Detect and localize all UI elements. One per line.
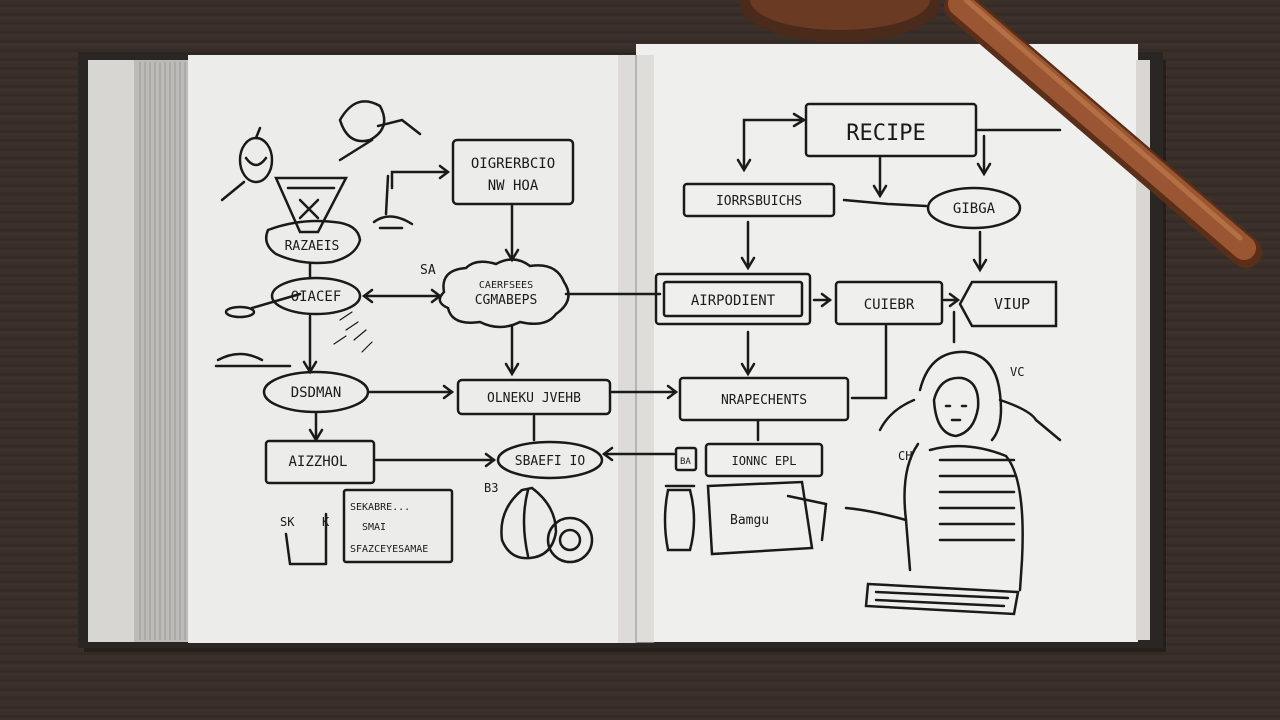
box-bottom-left-label: AIZZHOL xyxy=(288,454,347,470)
right-connectors xyxy=(736,112,1062,442)
box-top-sublabel: NW HOA xyxy=(488,178,539,194)
left-page-texts: OIGRERBCIO NW HOA RAZAEIS SA CAERFSEES C… xyxy=(280,156,585,555)
label-ba: BA xyxy=(680,457,691,467)
box-tool-label: IONNC EPL xyxy=(731,454,796,468)
box-cuisine-label: CUIEBR xyxy=(864,297,915,313)
left-connectors xyxy=(302,164,679,468)
label-sa: SA xyxy=(420,263,436,278)
box-tool xyxy=(704,442,824,478)
note-line-2: SMAI xyxy=(362,522,386,533)
box-tip-label: VIUP xyxy=(994,295,1030,313)
label-ch: CH xyxy=(898,449,912,463)
box-cuisine xyxy=(834,280,944,326)
box-mid-label: OLNEKU JVEHB xyxy=(487,391,581,406)
box-bottom-left xyxy=(264,439,376,485)
cloud-mid xyxy=(438,258,570,329)
gavel-head xyxy=(740,0,940,42)
gavel-handle xyxy=(944,0,1262,268)
right-page-edge xyxy=(1136,60,1150,640)
oval-right xyxy=(926,186,1022,230)
box-recipe-label: RECIPE xyxy=(846,121,925,146)
cloud-mid-top-label: CAERFSEES xyxy=(479,280,533,291)
label-k: K xyxy=(322,515,330,529)
small-card xyxy=(674,446,698,472)
oval-bottom xyxy=(496,440,604,480)
label-vc: VC xyxy=(1010,365,1024,379)
right-page-texts: RECIPE IORRSBUICHS GIBGA AIRPODIENT CUIE… xyxy=(680,121,1030,528)
box-ingredient xyxy=(654,272,812,326)
box-ingredients-label: IORRSBUICHS xyxy=(716,194,802,209)
blob-top-label: RAZAEIS xyxy=(285,239,340,254)
scale-drawing xyxy=(372,174,414,230)
scribble-texture xyxy=(333,311,373,353)
oval-left-label: OIACEF xyxy=(291,289,342,305)
stand-drawing xyxy=(284,512,328,566)
box-mid xyxy=(456,378,612,416)
spoon-drawing xyxy=(214,180,302,368)
note-line-3: SFAZCEYESAMAE xyxy=(350,544,428,555)
onions-drawing xyxy=(500,486,594,564)
hand-drawing xyxy=(786,494,828,542)
chef-drawing xyxy=(844,350,1062,592)
cloud-mid-label: CGMABEPS xyxy=(475,293,538,308)
box-measurements-label: NRAPECHENTS xyxy=(721,393,807,408)
bowl-drawing xyxy=(274,176,349,234)
box-ingredients xyxy=(682,182,836,218)
box-top xyxy=(451,138,575,206)
label-sk: SK xyxy=(280,515,295,529)
oval-bottom-label: SBAEFI IO xyxy=(515,454,586,469)
page-stack-edge xyxy=(88,60,190,642)
box-top-label: OIGRERBCIO xyxy=(471,156,555,172)
herbs-drawing xyxy=(338,100,422,162)
note-box xyxy=(342,488,454,564)
blob-top xyxy=(265,219,362,265)
laptop-drawing xyxy=(864,582,1020,616)
box-tip xyxy=(958,280,1058,328)
jar-drawing xyxy=(663,484,696,552)
oval-left xyxy=(270,276,362,316)
box-measurements xyxy=(678,376,850,422)
oval-lower xyxy=(262,370,370,414)
box-ingredient-label: AIRPODIENT xyxy=(691,293,776,309)
note-line-1: SEKABRE... xyxy=(350,502,410,513)
garlic-drawing xyxy=(238,126,274,184)
paper-sheet xyxy=(706,480,814,556)
oval-lower-label: DSDMAN xyxy=(291,385,342,401)
paper-note-label: Bamgu xyxy=(730,513,769,528)
oval-right-label: GIBGA xyxy=(953,201,996,217)
label-fig: B3 xyxy=(484,481,498,495)
box-recipe xyxy=(804,102,978,158)
